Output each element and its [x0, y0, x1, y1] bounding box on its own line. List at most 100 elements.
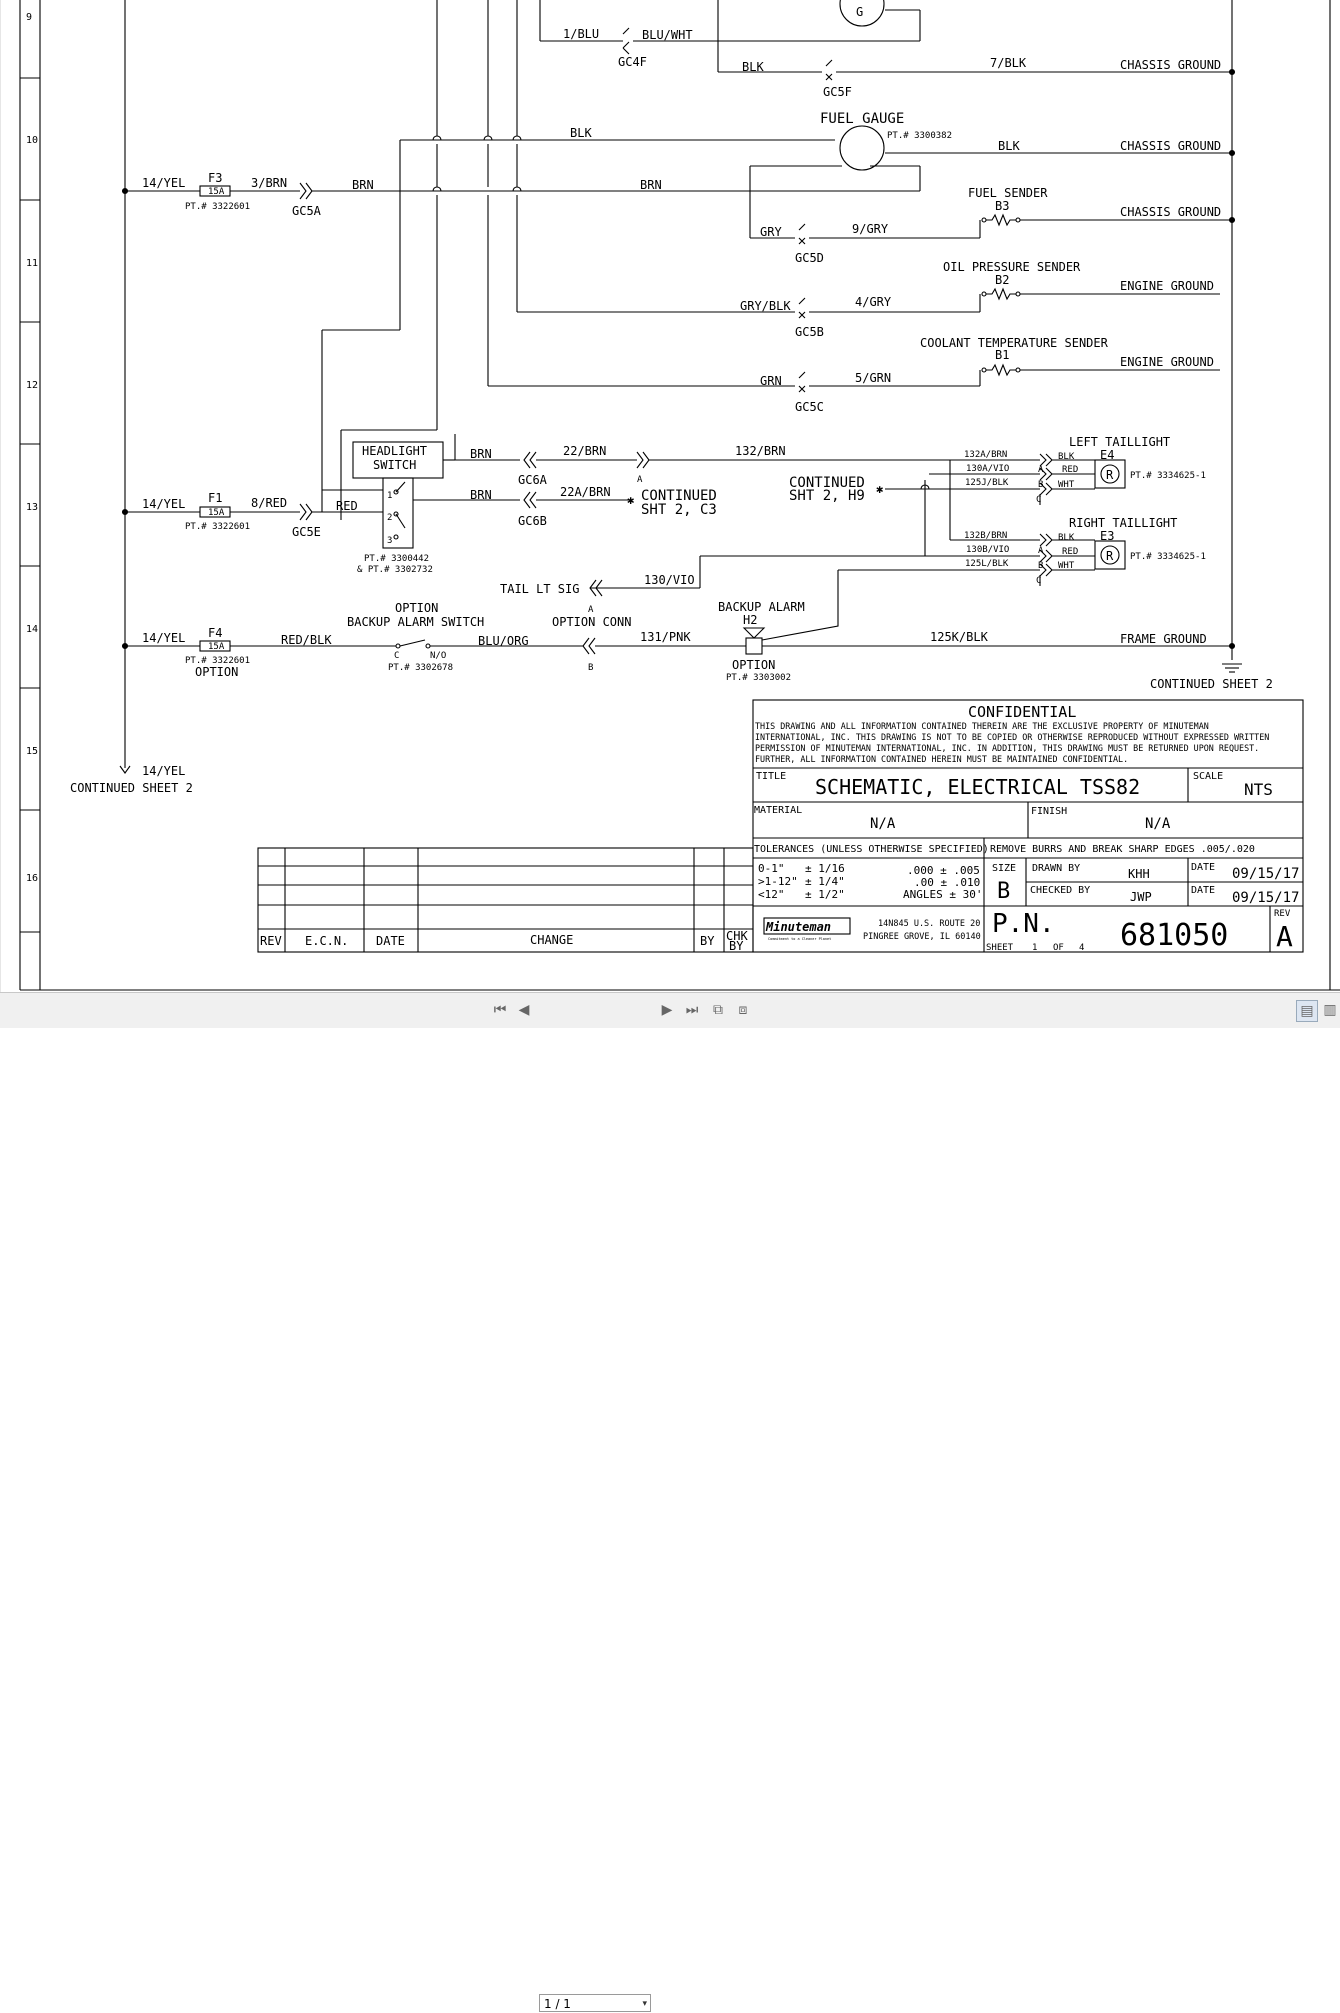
wire-label: GRY/BLK	[740, 299, 791, 313]
next-page-icon[interactable]: ▶	[661, 1002, 673, 1018]
confidential-heading: CONFIDENTIAL	[968, 703, 1076, 721]
part-number: PT.# 3322601	[185, 656, 250, 666]
connector-label: GC5D	[795, 251, 824, 265]
field-label: SIZE	[992, 863, 1016, 874]
row-ticks	[20, 77, 40, 933]
column-header: DATE	[376, 934, 405, 948]
chevron-down-icon: ▾	[642, 1999, 647, 2009]
fuse-label: F1	[208, 491, 222, 505]
relay-r: R	[1106, 549, 1114, 563]
fit-page-icon[interactable]: ⧉	[713, 1002, 723, 1018]
wire-label: 22A/BRN	[560, 485, 611, 499]
revision-table: REV E.C.N. DATE CHANGE BY CHK BY	[257, 847, 754, 953]
size-value: B	[997, 879, 1010, 904]
wire-label: 130/VIO	[644, 573, 695, 587]
switch-label: SWITCH	[373, 458, 416, 472]
ground-label: ENGINE GROUND	[1120, 279, 1214, 293]
wire-label: 125L/BLK	[965, 559, 1009, 569]
last-page-icon[interactable]: ⏭	[685, 1002, 699, 1018]
wire-label: TAIL LT SIG	[500, 582, 579, 596]
wire-label: 14/YEL	[142, 176, 185, 190]
previous-page-icon[interactable]: ◀	[518, 1002, 530, 1018]
field-label: DRAWN BY	[1032, 863, 1080, 874]
connector-label: GC6A	[518, 473, 548, 487]
sender-label: COOLANT TEMPERATURE SENDER	[920, 336, 1109, 350]
single-page-view-icon[interactable]: ▤	[1296, 1000, 1318, 1022]
switch-label: BACKUP ALARM SWITCH	[347, 615, 484, 629]
pin-label: A	[588, 605, 594, 615]
gauge-g: G	[856, 5, 863, 19]
wire-label: 14/YEL	[142, 764, 185, 778]
wire-label: RED	[336, 499, 358, 513]
switch-label: HEADLIGHT	[362, 444, 427, 458]
pin-label: RED	[1062, 465, 1078, 475]
continued-label: CONTINUED	[789, 475, 865, 491]
column-header: BY	[700, 934, 715, 948]
connector-label: GC5F	[823, 85, 852, 99]
wire-label: 7/BLK	[990, 56, 1027, 70]
part-number: PT.# 3302678	[388, 663, 453, 673]
pin-label: RED	[1062, 547, 1078, 557]
taillight-label: RIGHT TAILLIGHT	[1069, 516, 1177, 530]
pin-label: 3	[387, 536, 392, 546]
field-label: SCALE	[1193, 771, 1223, 782]
address-line: PINGREE GROVE, IL 60140	[863, 932, 981, 942]
field-label: TITLE	[756, 771, 786, 782]
part-number: PT.# 3303002	[726, 673, 791, 683]
field-label: CHECKED BY	[1030, 885, 1090, 896]
field-label: FINISH	[1031, 806, 1067, 817]
fuse-label: F4	[208, 626, 222, 640]
wire-label: 131/PNK	[640, 630, 691, 644]
tol-value: .00 ± .010	[914, 876, 980, 889]
page-number-select[interactable]: 1 / 1 ▾	[539, 1994, 651, 2012]
row-number: 10	[26, 135, 38, 146]
wire-label: 125J/BLK	[965, 478, 1009, 488]
part-number: PT.# 3322601	[185, 522, 250, 532]
field-label: SHEET	[986, 943, 1014, 953]
part-number: & PT.# 3302732	[357, 565, 433, 575]
wire-label: BRN	[470, 447, 492, 461]
scale-value: NTS	[1244, 780, 1273, 799]
pin-label: BLK	[1058, 533, 1075, 543]
sender-label: FUEL SENDER	[968, 186, 1048, 200]
wire-label: 5/GRN	[855, 371, 891, 385]
wire-label: BLU/ORG	[478, 634, 529, 648]
first-page-icon[interactable]: ⏮	[493, 1002, 507, 1018]
continued-label: SHT 2, C3	[641, 502, 717, 518]
tol-value: 0-1"	[758, 862, 785, 875]
continued-label: CONTINUED	[641, 488, 717, 504]
fit-width-icon[interactable]: ⧈	[738, 1002, 748, 1018]
row-number: 9	[26, 12, 32, 23]
row-number: 12	[26, 380, 38, 391]
wire-label: 1/BLU	[563, 27, 599, 41]
sender-id: B3	[995, 199, 1009, 213]
wire-label: BRN	[470, 488, 492, 502]
pin-label: C	[394, 651, 399, 661]
wire-label: BRN	[352, 178, 374, 192]
pin-label: B	[1038, 561, 1043, 571]
wire-label: 132A/BRN	[964, 450, 1007, 460]
continued-label: CONTINUED SHEET 2	[1150, 677, 1273, 691]
fuse-rating: 15A	[208, 187, 225, 197]
sender-id: B2	[995, 273, 1009, 287]
column-header: BY	[729, 939, 744, 953]
continuous-view-icon[interactable]: ▥	[1323, 1002, 1337, 1018]
wire-label: 4/GRY	[855, 295, 892, 309]
wire-label: BLK	[998, 139, 1020, 153]
ground-label: CHASSIS GROUND	[1120, 205, 1221, 219]
wire-label: BLU/WHT	[642, 28, 693, 42]
pin-label: A	[1038, 546, 1044, 556]
taillight-label: LEFT TAILLIGHT	[1069, 435, 1170, 449]
column-header: E.C.N.	[305, 934, 348, 948]
ground-label: CHASSIS GROUND	[1120, 58, 1221, 72]
ground-label: FRAME GROUND	[1120, 632, 1207, 646]
field-label: MATERIAL	[754, 805, 802, 816]
splice-mark: ✱	[627, 493, 634, 507]
minuteman-logo: Minuteman	[765, 920, 831, 934]
field-label: OF	[1053, 943, 1064, 953]
ground-label: ENGINE GROUND	[1120, 355, 1214, 369]
tol-value: .000 ± .005	[907, 864, 980, 877]
splice-mark: ✱	[876, 482, 883, 496]
